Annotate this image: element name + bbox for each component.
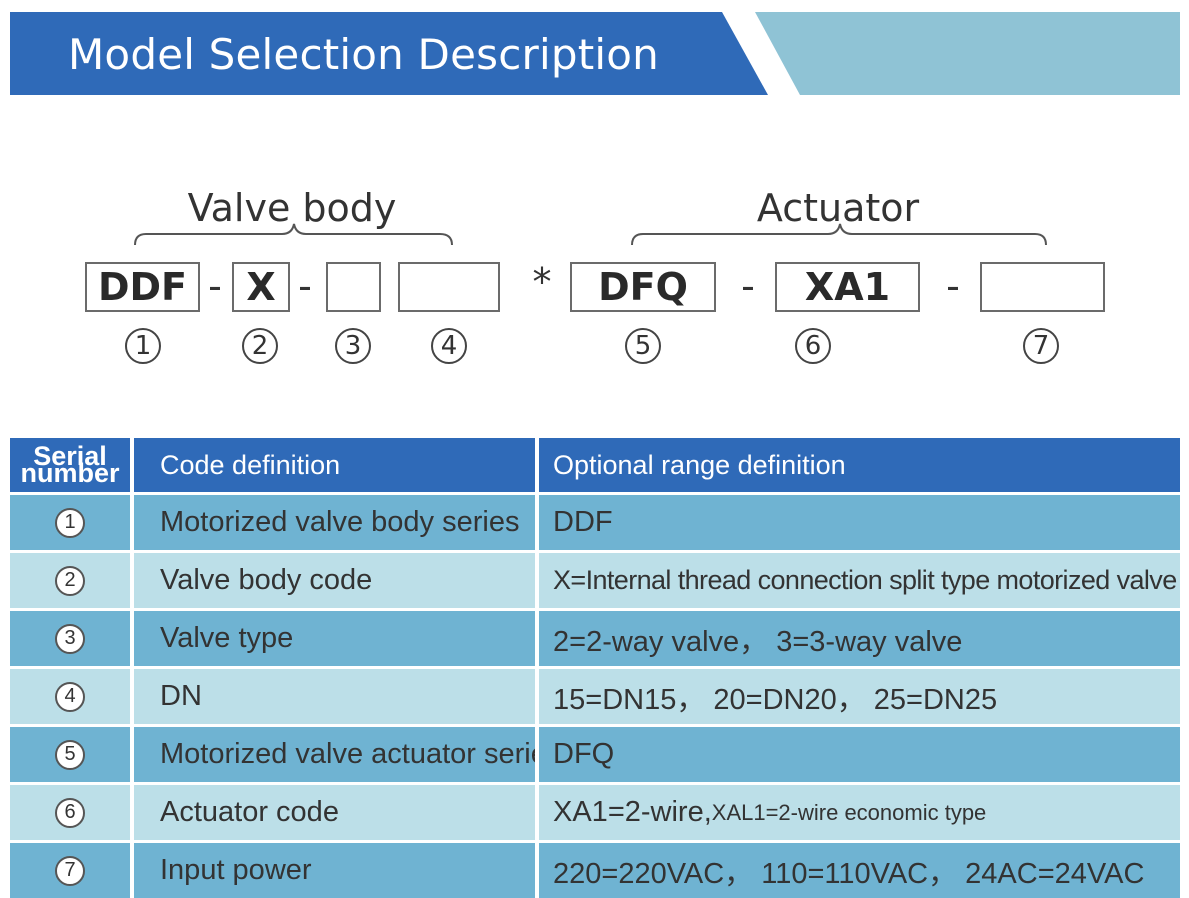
code-cell: Valve type bbox=[134, 611, 539, 666]
table-row: 1 Motorized valve body series DDF bbox=[10, 492, 1180, 550]
number-circle: 2 bbox=[242, 328, 278, 364]
code-cell: Actuator code bbox=[134, 785, 539, 840]
range-cell: XA1=2-wire,XAL1=2-wire economic type bbox=[539, 785, 1180, 840]
code-cell: DN bbox=[134, 669, 539, 724]
star-separator: * bbox=[532, 260, 552, 304]
code-box-power bbox=[980, 262, 1105, 312]
number-circle: 3 bbox=[335, 328, 371, 364]
table-header-row: Serial number Code definition Optional r… bbox=[10, 438, 1180, 492]
code-box-type bbox=[326, 262, 381, 312]
actuator-label: Actuator bbox=[756, 186, 920, 230]
group-braces bbox=[134, 223, 1047, 246]
range-text-small: XAL1=2-wire economic type bbox=[711, 799, 987, 825]
header-banner: Model Selection Description bbox=[0, 0, 1189, 100]
code-box-dn bbox=[398, 262, 500, 312]
table-row: 4 DN 15=DN15， 20=DN20， 25=DN25 bbox=[10, 666, 1180, 724]
page-title: Model Selection Description bbox=[68, 30, 659, 79]
code-cell: Motorized valve actuator series bbox=[134, 727, 539, 782]
dash-separator: - bbox=[741, 264, 755, 308]
model-code-diagram: Valve body Actuator DDF - X - * DFQ - XA… bbox=[0, 170, 1189, 380]
table-row: 5 Motorized valve actuator series DFQ bbox=[10, 724, 1180, 782]
code-cell: Input power bbox=[134, 843, 539, 898]
code-cell: Valve body code bbox=[134, 553, 539, 608]
dash-separator: - bbox=[298, 264, 312, 308]
range-text: XA1=2-wire, bbox=[553, 796, 712, 828]
range-cell: 15=DN15， 20=DN20， 25=DN25 bbox=[553, 683, 998, 716]
code-box-body: X bbox=[232, 262, 290, 312]
header-optional-range: Optional range definition bbox=[553, 449, 846, 480]
serial-circle: 3 bbox=[55, 623, 85, 654]
code-box-actuator-series: DFQ bbox=[570, 262, 716, 312]
header-serial-number: Serial number bbox=[10, 438, 134, 492]
table-row: 6 Actuator code XA1=2-wire,XAL1=2-wire e… bbox=[10, 782, 1180, 840]
serial-circle: 1 bbox=[55, 507, 85, 538]
serial-circle: 2 bbox=[55, 565, 85, 596]
code-cell: Motorized valve body series bbox=[134, 495, 539, 550]
definition-table: Serial number Code definition Optional r… bbox=[10, 438, 1180, 898]
table-row: 7 Input power 220=220VAC， 110=110VAC， 24… bbox=[10, 840, 1180, 898]
range-cell: X=Internal thread connection split type … bbox=[553, 565, 1177, 595]
banner-shapes bbox=[10, 12, 1180, 95]
code-box-series: DDF bbox=[85, 262, 200, 312]
range-cell: 2=2-way valve， 3=3-way valve bbox=[553, 625, 963, 658]
code-box-actuator-code: XA1 bbox=[775, 262, 920, 312]
serial-circle: 5 bbox=[55, 739, 85, 770]
dash-separator: - bbox=[946, 264, 960, 308]
number-circle: 6 bbox=[795, 328, 831, 364]
number-circle: 1 bbox=[125, 328, 161, 364]
range-cell: DDF bbox=[553, 506, 613, 538]
serial-circle: 6 bbox=[55, 797, 85, 828]
dash-separator: - bbox=[208, 264, 222, 308]
number-circle: 7 bbox=[1023, 328, 1059, 364]
number-circle: 5 bbox=[625, 328, 661, 364]
serial-circle: 7 bbox=[55, 855, 85, 886]
serial-circle: 4 bbox=[55, 681, 85, 712]
range-cell: 220=220VAC， 110=110VAC， 24AC=24VAC bbox=[553, 857, 1145, 890]
table-row: 3 Valve type 2=2-way valve， 3=3-way valv… bbox=[10, 608, 1180, 666]
range-cell: DFQ bbox=[553, 738, 615, 770]
valve-body-label: Valve body bbox=[187, 186, 397, 230]
header-code-definition: Code definition bbox=[134, 438, 539, 492]
table-row: 2 Valve body code X=Internal thread conn… bbox=[10, 550, 1180, 608]
number-circle: 4 bbox=[431, 328, 467, 364]
